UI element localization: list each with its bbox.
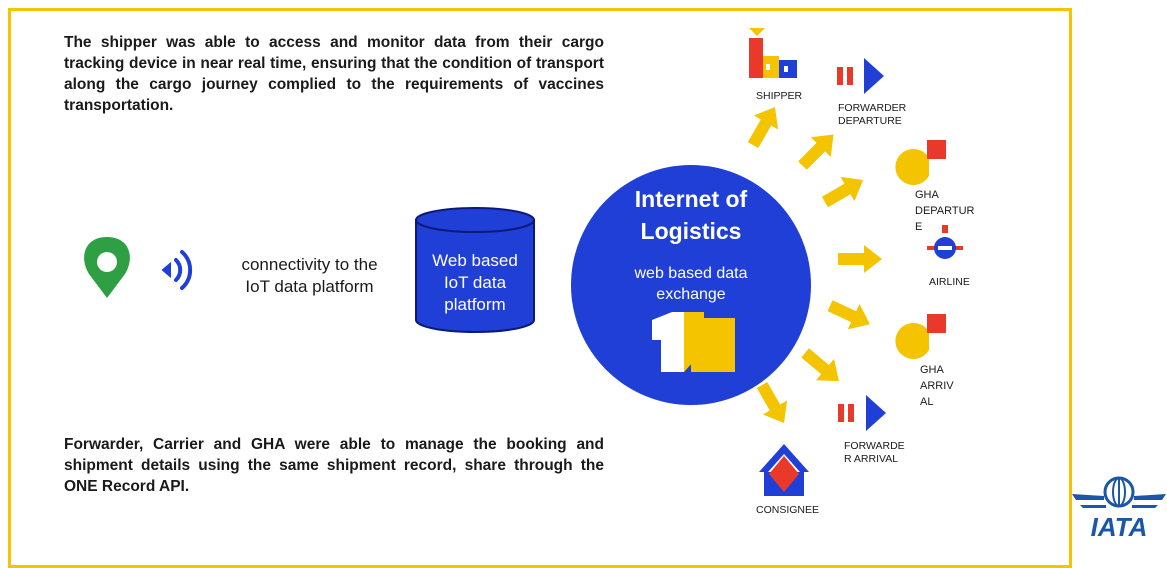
shipper-label-line: SHIPPER: [756, 90, 803, 102]
forwarder-arrival-label: FORWARDE R ARRIVAL: [844, 440, 905, 466]
forwarder-arrival-label-line: R ARRIVAL: [844, 453, 899, 465]
circle-title-line: Logistics: [640, 218, 742, 244]
connectivity-label: connectivity to the IoT data platform: [222, 254, 397, 298]
airline-label: AIRLINE: [929, 276, 970, 289]
gha-arrival-label-line: AL: [920, 396, 934, 408]
gha-arrival-icon: [895, 314, 946, 359]
forwarder-arrival-icon: [838, 395, 886, 431]
forwarder-arrival-label-line: FORWARDE: [844, 440, 905, 452]
map-pin-icon: [84, 237, 130, 298]
gha-arrival-label-line: ARRIV: [920, 380, 954, 392]
arrows: [747, 106, 882, 424]
database-icon: [415, 207, 535, 333]
shipper-monitoring-paragraph: The shipper was able to access and monit…: [64, 34, 604, 114]
internet-of-logistics-circle: [571, 165, 811, 405]
gha-departure-label-line: DEPARTUR: [915, 205, 975, 217]
gha-departure-label-line: E: [915, 221, 923, 233]
airline-icon: [927, 225, 963, 259]
database-line: Web based: [432, 251, 518, 270]
gha-departure-icon: [895, 140, 946, 185]
gha-arrival-label: GHA ARRIV AL: [920, 362, 954, 410]
wireless-signal-icon: [161, 250, 193, 290]
forwarder-departure-label: FORWARDER DEPARTURE: [838, 102, 906, 128]
gha-departure-label: GHA DEPARTUR E: [915, 187, 975, 235]
forwarder-departure-icon: [837, 58, 884, 94]
gha-arrival-label-line: GHA: [920, 364, 944, 376]
database-line: IoT data: [443, 273, 507, 292]
circle-subtitle-line: exchange: [656, 286, 726, 303]
one-record-logo-icon: [652, 312, 735, 372]
connectivity-line: connectivity to the: [241, 255, 378, 274]
circle-title-line: Internet of: [634, 186, 748, 212]
shipper-label: SHIPPER: [756, 90, 802, 103]
forwarder-departure-label-line: DEPARTURE: [838, 115, 902, 127]
forwarder-departure-label-line: FORWARDER: [838, 102, 907, 114]
diagram-graphics: IATA: [84, 28, 1166, 540]
one-record-paragraph: Forwarder, Carrier and GHA were able to …: [64, 436, 604, 495]
circle-subtitle-line: web based data: [634, 265, 748, 282]
airline-label-line: AIRLINE: [929, 276, 970, 288]
gha-departure-label-line: GHA: [915, 189, 939, 201]
circle-title: Internet of Logistics: [586, 183, 796, 247]
shipper-icon: [749, 28, 797, 78]
iata-logo-text: IATA: [1091, 512, 1148, 540]
database-label: Web based IoT data platform: [412, 250, 538, 316]
database-line: platform: [444, 295, 506, 314]
consignee-label-line: CONSIGNEE: [756, 504, 820, 516]
consignee-icon: [759, 444, 809, 496]
connectivity-line: IoT data platform: [245, 277, 374, 296]
consignee-label: CONSIGNEE: [756, 504, 819, 517]
iata-logo: IATA: [1072, 476, 1166, 540]
circle-subtitle: web based data exchange: [586, 263, 796, 305]
